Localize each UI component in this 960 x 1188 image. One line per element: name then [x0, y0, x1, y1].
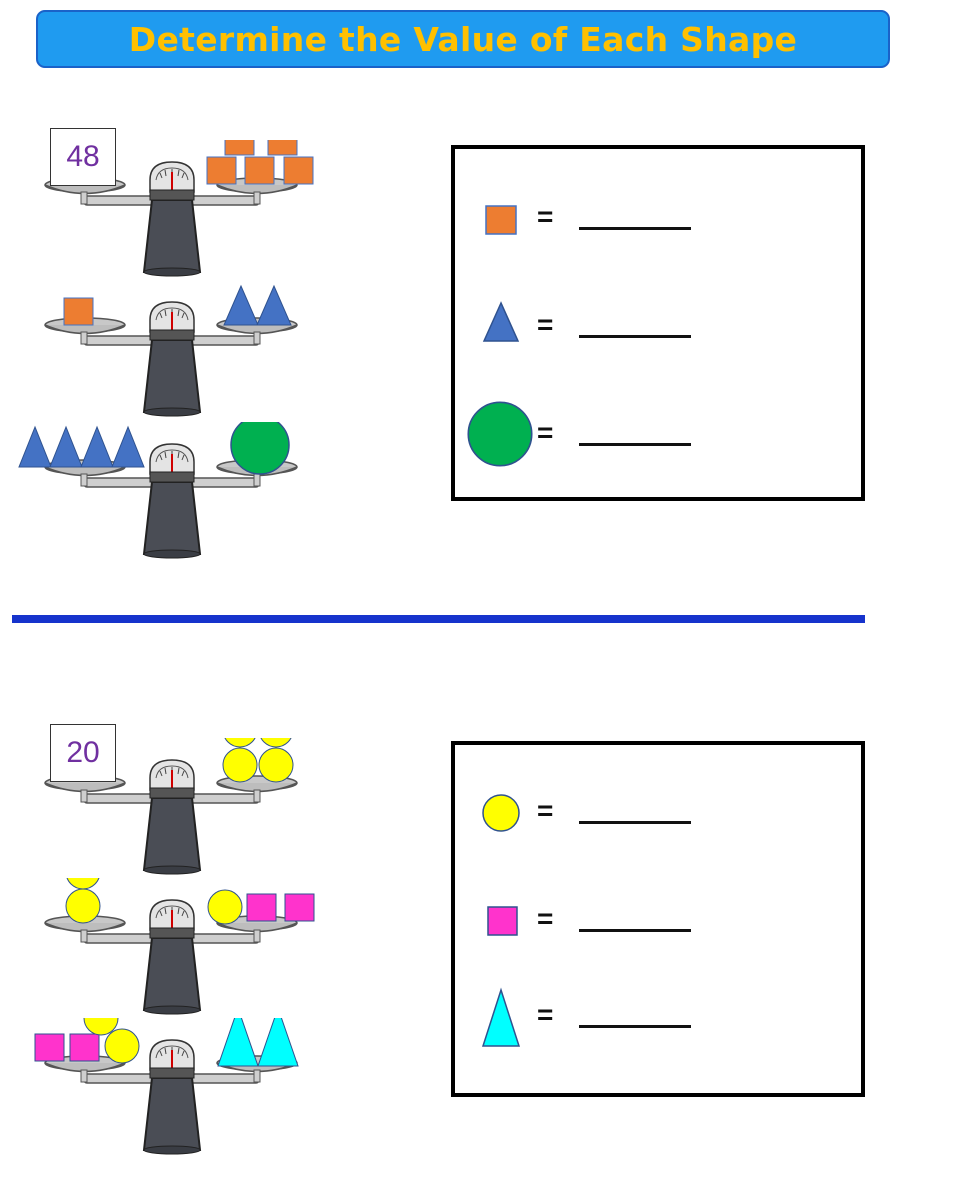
magenta-square-icon — [69, 1033, 100, 1062]
yellow-circle-icon — [66, 878, 100, 890]
blue-triangle-icon — [80, 425, 114, 468]
cyan-triangle-icon — [481, 987, 521, 1047]
answer-box-1: = = = — [451, 145, 865, 501]
blue-triangle-icon — [223, 284, 259, 326]
blue-triangle-icon — [256, 284, 292, 326]
blue-triangle-icon — [18, 425, 52, 468]
cyan-triangle-icon — [217, 1018, 259, 1067]
magenta-square-icon — [487, 906, 518, 936]
orange-square-icon — [224, 140, 255, 156]
equals-sign: = — [537, 903, 554, 934]
scale-2-2 — [0, 878, 330, 1038]
blue-triangle-icon — [49, 425, 83, 468]
scale-1-2 — [0, 280, 330, 440]
answer-blank[interactable] — [579, 227, 691, 230]
scale-2-3 — [0, 1018, 330, 1178]
pan-shapes — [18, 422, 290, 475]
answer-blank[interactable] — [579, 443, 691, 446]
scale-1-1: 48 — [0, 128, 330, 300]
orange-square-icon — [283, 156, 314, 185]
orange-square-icon — [206, 156, 237, 185]
equals-sign: = — [537, 795, 554, 826]
answer-blank[interactable] — [579, 335, 691, 338]
orange-square-icon — [485, 205, 517, 235]
answer-blank[interactable] — [579, 929, 691, 932]
weight-label: 20 — [50, 724, 116, 782]
cyan-triangle-icon — [257, 1018, 299, 1067]
answer-row-magenta-square: = — [455, 893, 861, 953]
equals-sign: = — [537, 309, 554, 340]
answer-row-yellow-circle: = — [455, 785, 861, 845]
pan-shapes — [63, 284, 292, 326]
orange-square-icon — [244, 156, 275, 185]
yellow-circle-icon — [482, 794, 520, 832]
equals-sign: = — [537, 999, 554, 1030]
yellow-circle-icon — [222, 747, 258, 783]
answer-row-cyan-triangle: = — [455, 987, 861, 1049]
pan-shapes — [222, 738, 294, 783]
answer-blank[interactable] — [579, 1025, 691, 1028]
orange-square-icon — [63, 297, 94, 326]
yellow-circle-icon — [104, 1028, 140, 1064]
yellow-circle-icon — [207, 889, 243, 925]
title-banner: Determine the Value of Each Shape — [36, 10, 890, 68]
page-title: Determine the Value of Each Shape — [128, 19, 798, 59]
green-circle-icon — [467, 401, 533, 467]
yellow-circle-icon — [65, 888, 101, 924]
magenta-square-icon — [34, 1033, 65, 1062]
yellow-circle-icon — [258, 747, 294, 783]
answer-box-2: = = = — [451, 741, 865, 1097]
orange-square-icon — [267, 140, 298, 156]
answer-row-blue-triangle: = — [455, 299, 861, 359]
answer-blank[interactable] — [579, 821, 691, 824]
blue-triangle-icon — [111, 425, 145, 468]
yellow-circle-icon — [260, 738, 292, 748]
magenta-square-icon — [246, 893, 277, 922]
yellow-circle-icon — [83, 1018, 119, 1036]
pan-shapes — [34, 1018, 299, 1067]
weight-label: 48 — [50, 128, 116, 186]
magenta-square-icon — [284, 893, 315, 922]
pan-shapes — [65, 878, 315, 925]
blue-triangle-icon — [482, 301, 520, 342]
equals-sign: = — [537, 417, 554, 448]
answer-row-orange-square: = — [455, 191, 861, 251]
right-pan-shapes — [206, 140, 314, 185]
yellow-circle-icon — [224, 738, 256, 748]
scale-1-3 — [0, 422, 330, 582]
section-divider — [12, 615, 865, 623]
green-circle-icon — [230, 422, 290, 475]
scale-2-1: 20 — [0, 724, 330, 898]
equals-sign: = — [537, 201, 554, 232]
answer-row-green-circle: = — [455, 401, 861, 467]
